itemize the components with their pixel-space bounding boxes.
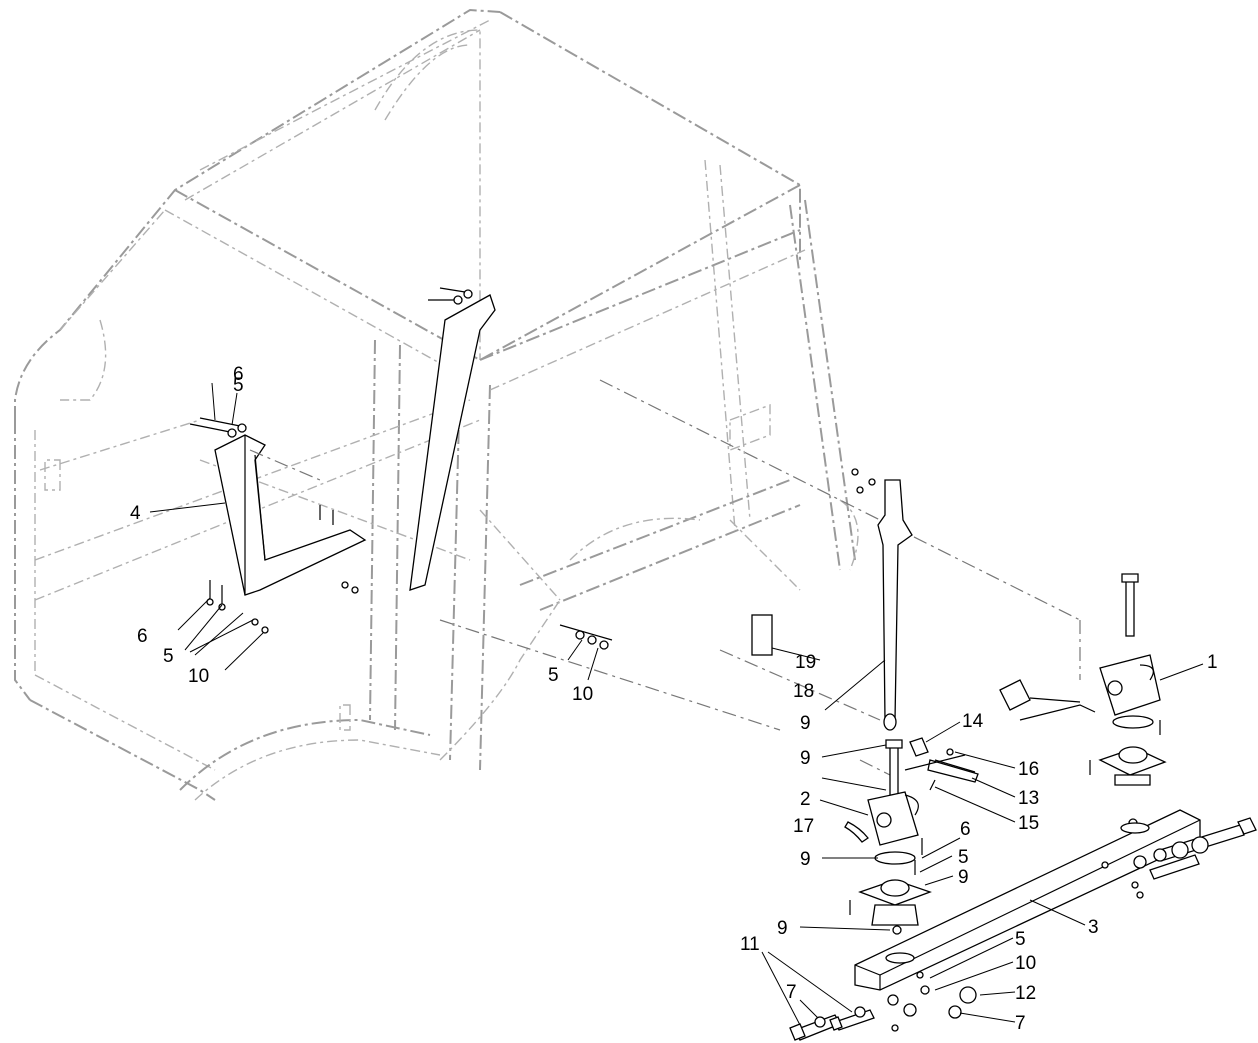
pin-assembly: [904, 737, 979, 791]
callout-6-upper-left: 6: [233, 364, 244, 385]
mount-assembly-right: [999, 573, 1167, 828]
callout-5-upper-left: 5: [233, 375, 244, 396]
cab-frame-phantom: [14, 8, 859, 801]
frame-bolts-right: [559, 468, 876, 650]
callout-7-left: 7: [786, 982, 797, 1003]
callout-5-mount: 5: [958, 847, 969, 868]
callout-10-left: 10: [188, 666, 209, 687]
callout-5-beam: 5: [1015, 929, 1026, 950]
mount-assembly-left: [844, 739, 932, 935]
callout-2: 2: [800, 789, 811, 810]
callout-17: 17: [793, 816, 814, 837]
callout-14: 14: [962, 711, 984, 732]
callout-3: 3: [1088, 917, 1099, 938]
callout-4: 4: [130, 503, 141, 524]
leader-lines: [149, 382, 1204, 1026]
decal: [751, 614, 773, 656]
callout-16: 16: [1018, 759, 1039, 780]
lever-rod: [877, 479, 913, 731]
callout-19: 19: [795, 652, 816, 673]
callout-1: 1: [1207, 652, 1218, 673]
callout-11: 11: [740, 934, 760, 955]
mount-bracket-middle: [409, 287, 496, 591]
callout-labels: 1 2 3 4 5 5 5 5 5 6 6 6 7 7 9 9 9 9 9 10…: [130, 364, 1218, 1034]
callout-10-middle: 10: [572, 684, 593, 705]
callout-6-mount: 6: [960, 819, 971, 840]
cross-beam: [789, 809, 1257, 1041]
callout-9-e: 9: [777, 918, 788, 939]
callout-6-lower-left: 6: [137, 626, 148, 647]
callout-15: 15: [1018, 813, 1039, 834]
callout-7-right: 7: [1015, 1013, 1026, 1034]
callout-10-beam: 10: [1015, 953, 1036, 974]
callout-9-c: 9: [800, 849, 811, 870]
callout-9-b: 9: [800, 748, 811, 769]
callout-18: 18: [793, 681, 814, 702]
callout-5-lower-left: 5: [163, 646, 174, 667]
callout-12: 12: [1015, 983, 1036, 1004]
callout-9-d: 9: [958, 867, 969, 888]
callout-5-middle: 5: [548, 665, 559, 686]
phantom-alignment-lines: [439, 379, 1081, 781]
mount-bracket-left: [189, 417, 367, 634]
callout-9-a: 9: [800, 713, 811, 734]
callout-13: 13: [1018, 788, 1039, 809]
